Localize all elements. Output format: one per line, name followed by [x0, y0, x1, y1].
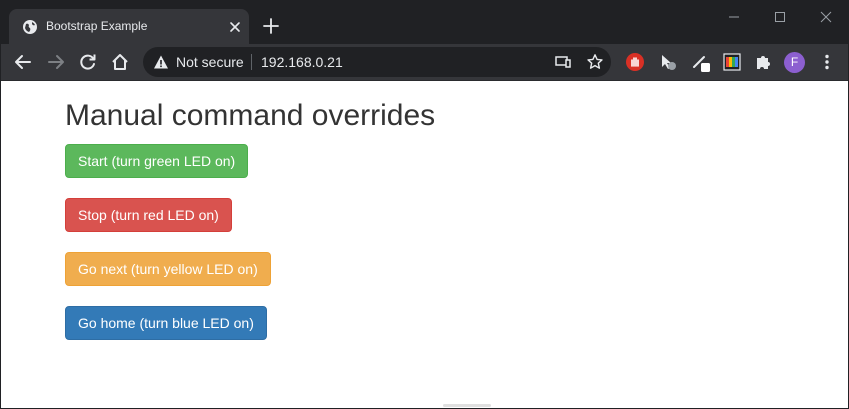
minimize-icon[interactable]	[724, 7, 744, 27]
stop-button[interactable]: Stop (turn red LED on)	[65, 198, 232, 232]
close-icon[interactable]	[227, 19, 243, 35]
stop-hand-extension-icon[interactable]	[625, 52, 645, 72]
window-close-icon[interactable]	[816, 7, 836, 27]
cast-icon[interactable]	[554, 53, 572, 71]
go-next-button[interactable]: Go next (turn yellow LED on)	[65, 252, 271, 286]
star-icon[interactable]	[586, 53, 604, 71]
address-bar[interactable]: Not secure 192.168.0.21	[143, 47, 611, 77]
puzzle-icon[interactable]	[753, 52, 773, 72]
start-button[interactable]: Start (turn green LED on)	[65, 144, 249, 178]
page-title: Manual command overrides	[65, 99, 436, 132]
url-text[interactable]: 192.168.0.21	[261, 54, 343, 70]
security-status-label[interactable]: Not secure	[176, 54, 244, 70]
forward-arrow-icon[interactable]	[46, 52, 66, 72]
home-icon[interactable]	[110, 52, 130, 72]
cursor-extension-icon[interactable]	[658, 52, 678, 72]
warning-icon[interactable]	[153, 54, 169, 70]
go-home-button[interactable]: Go home (turn blue LED on)	[65, 306, 267, 340]
tab-bootstrap-example[interactable]: Bootstrap Example	[9, 9, 249, 44]
reload-icon[interactable]	[78, 52, 98, 72]
page-content: Manual command overrides Start (turn gre…	[1, 82, 848, 408]
back-arrow-icon[interactable]	[13, 52, 33, 72]
plus-icon[interactable]	[262, 17, 280, 35]
avatar[interactable]: F	[784, 52, 805, 73]
tab-title: Bootstrap Example	[46, 19, 148, 33]
color-picker-extension-icon[interactable]	[722, 52, 742, 72]
kebab-menu-icon[interactable]	[817, 52, 837, 72]
maximize-icon[interactable]	[770, 7, 790, 27]
globe-icon	[23, 20, 37, 34]
scrollbar-indicator	[443, 404, 491, 407]
browser-toolbar: Not secure 192.168.0.21	[1, 44, 848, 81]
omnibox-divider	[251, 54, 252, 70]
pen-extension-icon[interactable]	[691, 52, 711, 72]
tab-strip: Bootstrap Example	[1, 1, 848, 44]
